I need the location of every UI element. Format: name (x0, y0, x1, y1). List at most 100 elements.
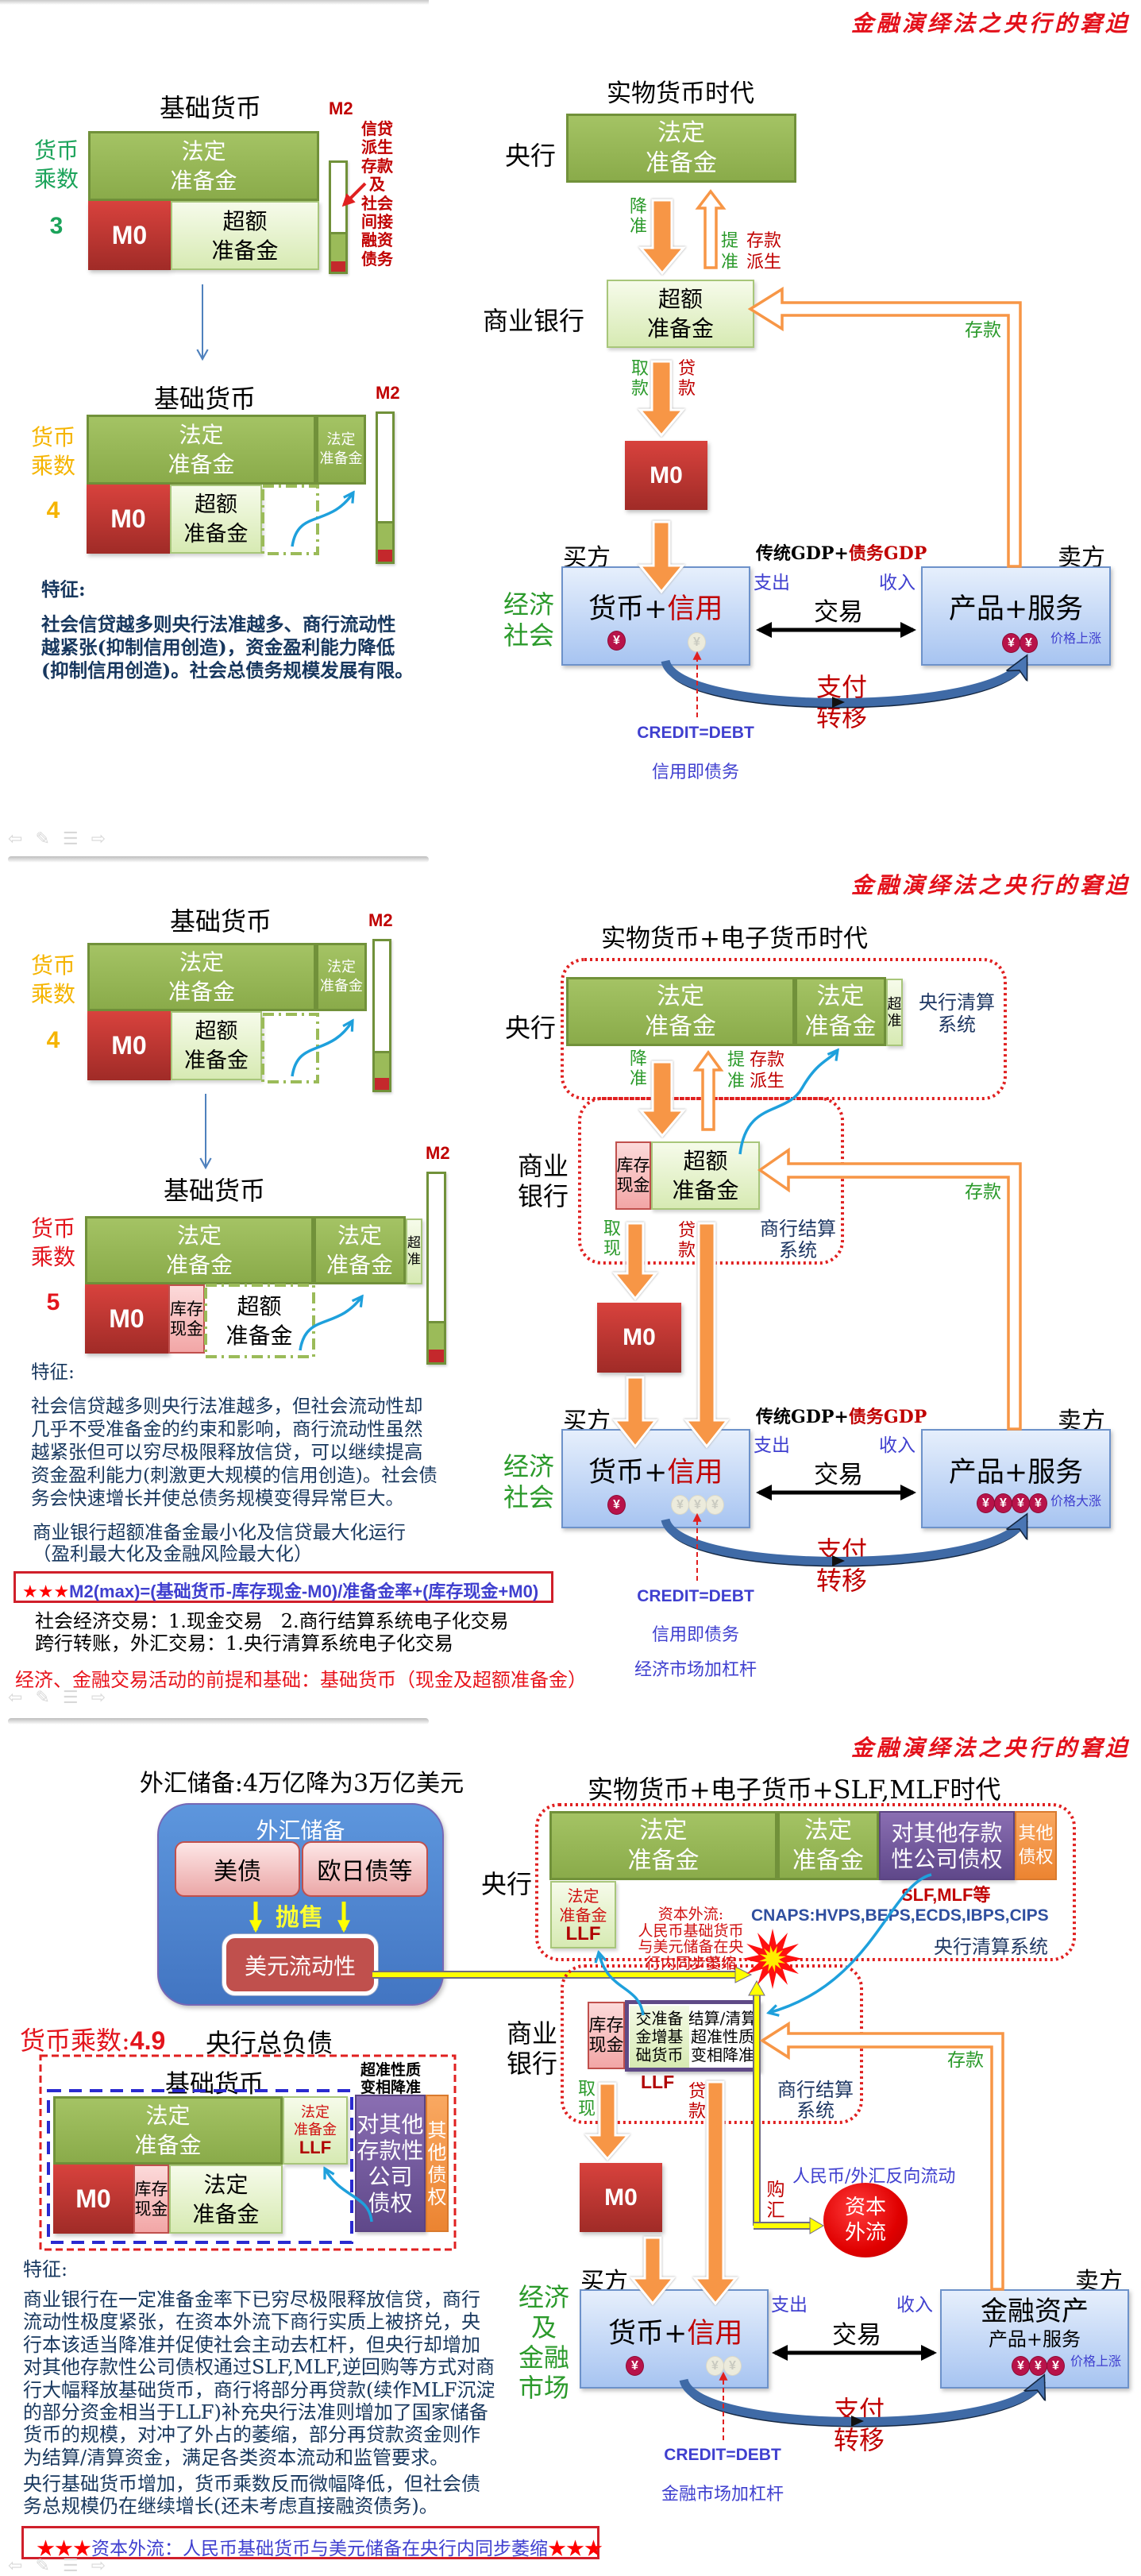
excess-reserve-block: 超额 准备金 (171, 1011, 262, 1080)
central-bank-label: 央行 (505, 1013, 557, 1043)
yuan-coin-icon: ¥ (1012, 2356, 1030, 2376)
next-slide-icon[interactable]: ⇨ (91, 829, 106, 849)
reserve-base-money-block: 交准备 金增基 础货币 (630, 2006, 689, 2068)
block-line: 准备金 (559, 1905, 607, 1925)
leverage-label: 经济市场加杠杆 (634, 1660, 757, 1680)
spend-label: 支出 (771, 2295, 808, 2315)
block-line: 法定 (816, 982, 865, 1010)
m2-bar-m0 (378, 550, 392, 562)
loan-label: 贷 款 (677, 359, 697, 399)
label-line: 支付 (815, 1535, 867, 1566)
previous-slide-icon[interactable]: ⇦ (8, 829, 23, 849)
block-line: 库存 (588, 2015, 624, 2036)
block-line: 法定 (567, 1886, 599, 1906)
yuan-coin-icon: ¥ (1020, 633, 1038, 653)
money-multiplier-value: 4 (46, 497, 60, 523)
pen-icon[interactable]: ✎ (35, 1688, 50, 1708)
label-line: 经济 (518, 2282, 569, 2312)
annotation-line: 存款 (361, 156, 393, 176)
buyer-cash-coins: ¥ (626, 2356, 644, 2376)
block-line: 准备金 (168, 451, 235, 477)
deposit-label: 存款 (947, 2050, 984, 2071)
central-bank-label: 央行 (505, 141, 557, 171)
trade-label: 交易 (832, 2321, 881, 2350)
yuan-coin-icon: ¥ (723, 2356, 742, 2376)
credit-is-debt-label: 信用即债务 (651, 763, 739, 782)
block-line: 准备金 (184, 1048, 249, 1073)
spend-label: 支出 (754, 573, 790, 593)
pen-icon[interactable]: ✎ (35, 2556, 50, 2576)
m2-max-formula-box: ★★★M2(max)=(基础货币-库存现金-M0)/准备金率+(库存现金+M0) (13, 1571, 553, 1603)
label-char: 贷 (688, 2082, 706, 2102)
slide-menu-icon[interactable]: ☰ (62, 829, 79, 849)
label-line: 派生 (746, 253, 781, 272)
capital-outflow-note: 资本外流: 人民币基础货币 与美元储备在央 行内同步萎缩 (630, 1906, 751, 1972)
credit-text: 信用 (687, 2318, 743, 2350)
label-char: 提 (720, 231, 738, 251)
yuan-coin-icon: ¥ (1002, 633, 1020, 653)
label-char: 贷 (677, 1221, 696, 1241)
block-line: 法定 (804, 1816, 852, 1844)
rrr-cut-label: 降 准 (628, 1049, 649, 1089)
circle-line: 资本 (844, 2196, 886, 2219)
block-line: 法定 (203, 2171, 249, 2198)
added-statutory-reserve-block: 法定 准备金 (316, 943, 367, 1011)
slide-menu-icon[interactable]: ☰ (62, 1688, 79, 1708)
slide-header-title: 金融演绎法之央行的窘迫 (851, 872, 1131, 898)
block-line: 现金 (170, 1319, 203, 1338)
slide-header-title: 金融演绎法之央行的窘迫 (851, 10, 1131, 37)
next-slide-icon[interactable]: ⇨ (91, 2556, 106, 2576)
top-divider (0, 0, 429, 5)
features-line: 商业银行在一定准备金率下已穷尽极限释放信贷，商行 (23, 2288, 480, 2311)
block-line: 准备金 (165, 1252, 233, 1278)
block-line: 超额 (195, 1018, 238, 1044)
yuan-coin-icon: ¥ (706, 2356, 724, 2376)
base-money-title: 基础货币 (163, 1176, 265, 1206)
block-line: 法定 (145, 2103, 191, 2129)
label-char: 准 (727, 1072, 745, 1091)
previous-slide-icon[interactable]: ⇦ (8, 2556, 23, 2576)
gdp-debt: 债务GDP (848, 1407, 927, 1427)
conclusion-note: 经济、金融交易活动的前提和基础：基础货币（现金及超额准备金） (15, 1669, 587, 1691)
features-text: 社会信贷越多则央行法准越多、商行流动性 越紧张(抑制信用创造)，资金盈利能力降低… (41, 613, 414, 682)
rrr-raise-label: 提 准 (726, 1049, 746, 1092)
slide-menu-icon[interactable]: ☰ (62, 2556, 79, 2576)
label-char: 取 (603, 1219, 621, 1239)
label-line: 商业 (517, 1151, 569, 1181)
annotation-line: 派生 (361, 137, 393, 157)
m2-bar-derived-deposits (375, 941, 389, 1051)
money-multiplier-label: 货币 乘数 (25, 952, 81, 1009)
label-char: 提 (727, 1050, 745, 1070)
financial-assets-label: 金融资产 (981, 2296, 1089, 2327)
note-line: 人民币基础货币 (638, 1921, 744, 1940)
yuan-coin-icon: ¥ (1029, 1493, 1047, 1513)
previous-slide-icon[interactable]: ⇦ (8, 1688, 23, 1708)
label-line: 商行结算 (760, 1218, 836, 1240)
economy-society-label: 经济 社会 (500, 589, 557, 651)
money-multiplier-label: 货币 乘数 (25, 423, 81, 481)
block-line: 超额 (683, 1148, 728, 1174)
block-line: 对其他 (357, 2111, 424, 2138)
yuan-coin-icon: ¥ (671, 1495, 689, 1515)
money-text: 货币+ (588, 593, 668, 625)
features-line: 几乎不受准备金的约束和影响，商行流动性虽然 (31, 1418, 423, 1440)
pen-icon[interactable]: ✎ (35, 829, 50, 849)
cb-added-statutory-reserve-block: 法定 准备金 (795, 977, 886, 1046)
m2-bar-reserves (378, 521, 392, 550)
label-line: 货币 (30, 1215, 75, 1242)
note-line: 资本外流: (657, 1906, 724, 1923)
m2-bar (426, 1172, 446, 1365)
next-slide-icon[interactable]: ⇨ (91, 1688, 106, 1708)
block-line: 性公司债权 (891, 1845, 1003, 1872)
money-multiplier-value: 5 (46, 1289, 60, 1315)
capital-outflow-explosion-icon (742, 1929, 803, 1989)
claims-on-depository-corps-block: 对其他 存款性 公司 债权 (355, 2095, 426, 2232)
cb-clearing-system-label: 央行清算 系统 (913, 991, 1000, 1036)
bank-excess-reserve-block: 超额 准备金 (651, 1141, 760, 1210)
annotation-line: 融资 (361, 230, 393, 250)
block-line: 存款性 (357, 2137, 424, 2164)
star-icons: ★★★ (37, 2539, 91, 2559)
block-line: 准备金 (672, 1177, 739, 1203)
label-char: 购 (766, 2180, 785, 2200)
label-line: 经济 (503, 1451, 554, 1481)
